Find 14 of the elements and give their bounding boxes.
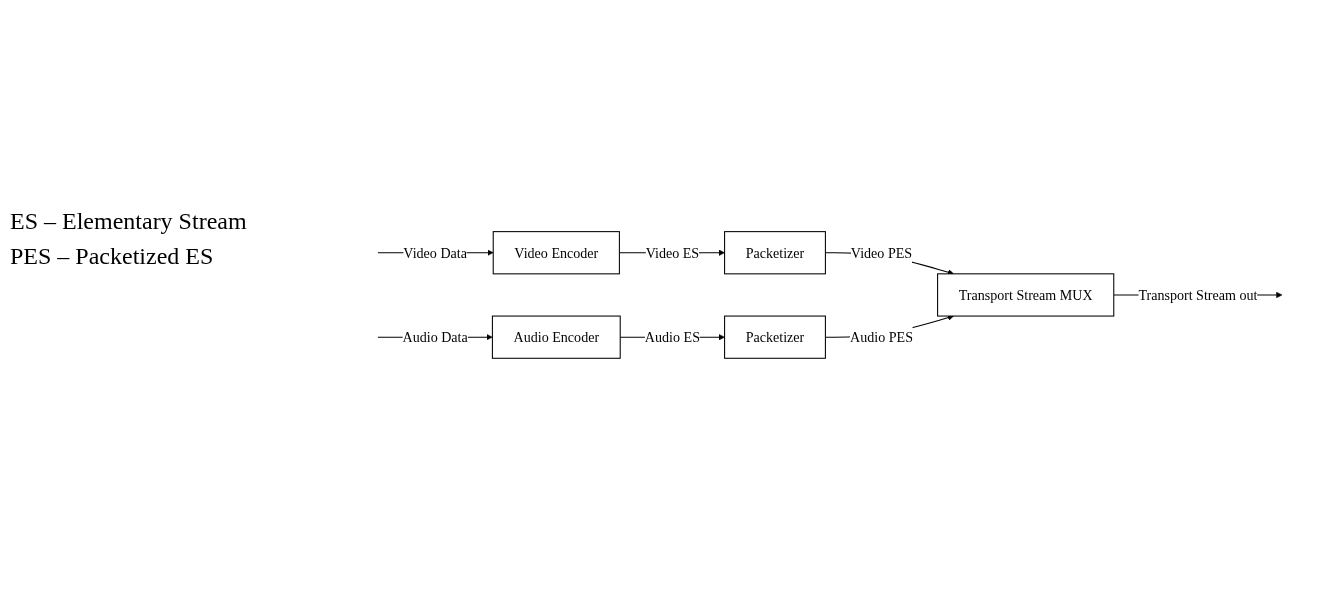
- abbreviation-note: PES – Packetized ES: [10, 243, 215, 270]
- node-box: Transport Stream MUX: [937, 272, 1115, 317]
- node-box: Packetizer: [724, 315, 826, 359]
- edge-label: Transport Stream out: [1138, 286, 1258, 303]
- edge-label: Video ES: [645, 244, 700, 261]
- node-box: Audio Encoder: [491, 315, 621, 359]
- edge-label: Video PES: [850, 244, 913, 261]
- node-box: Video Encoder: [492, 230, 620, 274]
- edge-label: Audio ES: [644, 328, 700, 345]
- edge-label: Video Data: [403, 244, 467, 261]
- node-box: Packetizer: [724, 230, 826, 274]
- edge-label: Audio Data: [402, 328, 468, 345]
- edge-label: Audio PES: [850, 328, 913, 345]
- abbreviation-note: ES – Elementary Stream: [10, 208, 247, 235]
